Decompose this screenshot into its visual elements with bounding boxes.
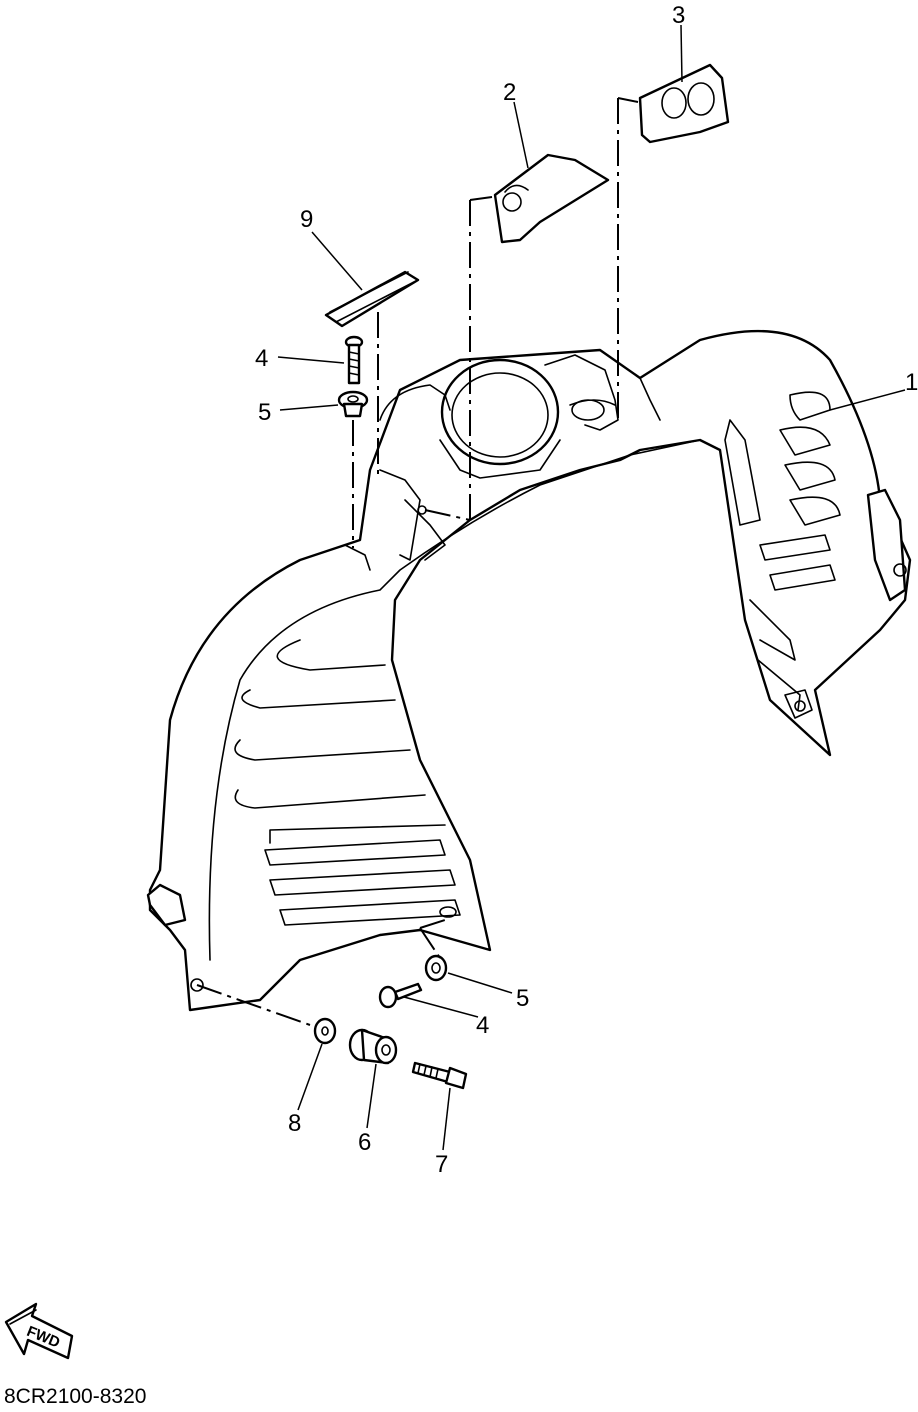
callout-1: 1	[905, 369, 918, 396]
forward-arrow: FWD	[4, 1302, 74, 1360]
callout-9: 9	[300, 206, 313, 233]
bolt	[411, 1061, 468, 1090]
callouts: 1 2 3 4 5 4 5 6 7 8 9	[255, 2, 918, 1178]
callout-7: 7	[435, 1151, 448, 1178]
callout-4-lower: 4	[476, 1012, 489, 1039]
callout-4-upper: 4	[255, 345, 268, 372]
part-3-plate	[638, 63, 730, 144]
diagram-code: 8CR2100-8320	[4, 1385, 146, 1408]
part-2-bracket	[493, 153, 610, 244]
upper-screw	[344, 335, 364, 385]
assembly-lines	[196, 97, 639, 1026]
callout-3: 3	[672, 2, 685, 29]
inner-cover-panel	[146, 329, 912, 1012]
callout-5-upper: 5	[258, 399, 271, 426]
upper-grommet	[337, 390, 369, 418]
callout-6: 6	[358, 1129, 371, 1156]
lower-screw	[378, 982, 423, 1009]
part-9-strip	[324, 270, 420, 328]
collar	[348, 1028, 398, 1065]
callout-2: 2	[503, 79, 516, 106]
callout-5-lower: 5	[516, 985, 529, 1012]
callout-8: 8	[288, 1110, 301, 1137]
lower-grommet	[424, 954, 448, 982]
leader-lines	[277, 24, 906, 1151]
washer	[313, 1017, 337, 1045]
